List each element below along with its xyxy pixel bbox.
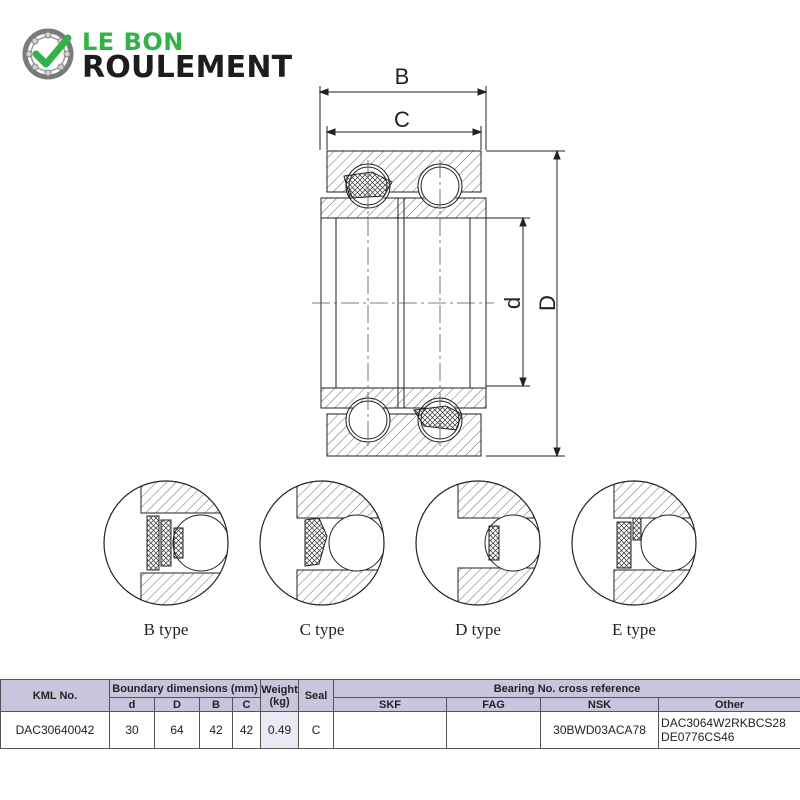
logo-line-1: LE BON bbox=[82, 28, 184, 56]
cell-skf bbox=[333, 711, 448, 749]
cell-nsk: 30BWD03ACA78 bbox=[540, 711, 660, 749]
header-weight-line2: (kg) bbox=[269, 695, 290, 708]
dimension-B bbox=[318, 86, 488, 150]
seal-detail-e-icon bbox=[571, 480, 697, 606]
cell-weight: 0.49 bbox=[260, 711, 300, 749]
header-nsk: NSK bbox=[540, 697, 660, 712]
header-skf: SKF bbox=[333, 697, 448, 712]
seal-type-caption: E type bbox=[612, 620, 656, 639]
header-seal: Seal bbox=[298, 679, 335, 712]
seal-detail-d-icon bbox=[415, 480, 541, 606]
seal-detail-d-type: D type bbox=[413, 478, 543, 648]
cell-seal: C bbox=[298, 711, 335, 749]
header-cross-reference: Bearing No. cross reference bbox=[333, 679, 800, 698]
cell-other-line2: DE0776CS46 bbox=[661, 730, 735, 744]
cell-D: 64 bbox=[154, 711, 200, 749]
seal-type-caption: C type bbox=[299, 620, 345, 639]
header-d: d bbox=[109, 697, 155, 712]
brand-logo: LE BON ROULEMENT bbox=[22, 26, 312, 86]
seal-detail-b-icon bbox=[103, 480, 229, 606]
header-B: B bbox=[199, 697, 233, 712]
seal-detail-b-type: B type bbox=[101, 478, 231, 648]
seal-detail-c-icon bbox=[259, 480, 385, 606]
dimension-d bbox=[486, 216, 530, 388]
centerlines bbox=[312, 160, 494, 448]
cell-B: 42 bbox=[199, 711, 233, 749]
header-weight-line1: Weight bbox=[261, 683, 298, 696]
header-D: D bbox=[154, 697, 200, 712]
logo-line-2: ROULEMENT bbox=[82, 50, 293, 85]
seal-type-caption: B type bbox=[143, 620, 189, 639]
bearing-cross-section: B C D d bbox=[312, 64, 565, 458]
seal-detail-e-type: E type bbox=[569, 478, 699, 648]
table-row: DAC30640042 30 64 42 42 0.49 C 30BWD03AC… bbox=[0, 711, 800, 749]
cell-C: 42 bbox=[231, 711, 262, 749]
dimension-label-d: d bbox=[500, 297, 525, 309]
cell-fag bbox=[446, 711, 542, 749]
dimension-C bbox=[325, 126, 483, 150]
header-boundary-dimensions: Boundary dimensions (mm) bbox=[108, 679, 262, 698]
dimension-label-C: C bbox=[394, 107, 410, 132]
seal-bottom-right bbox=[413, 405, 463, 431]
dimension-label-D: D bbox=[535, 295, 560, 311]
header-weight: Weight (kg) bbox=[260, 679, 300, 712]
header-fag: FAG bbox=[446, 697, 542, 712]
cell-other: DAC3064W2RKBCS28 DE0776CS46 bbox=[658, 711, 800, 749]
header-kml-no: KML No. bbox=[0, 679, 110, 712]
header-other: Other bbox=[658, 697, 800, 712]
dimension-D bbox=[486, 149, 565, 458]
bearing-check-logo-icon bbox=[22, 28, 74, 80]
bearing-spec-table: KML No. Boundary dimensions (mm) Weight … bbox=[0, 679, 800, 749]
seal-type-caption: D type bbox=[455, 620, 501, 639]
header-C: C bbox=[231, 697, 262, 712]
cell-kml-no: DAC30640042 bbox=[0, 711, 110, 749]
cell-d: 30 bbox=[109, 711, 155, 749]
cell-other-line1: DAC3064W2RKBCS28 bbox=[661, 716, 786, 730]
dimension-label-B: B bbox=[395, 64, 410, 89]
seal-detail-c-type: C type bbox=[257, 478, 387, 648]
